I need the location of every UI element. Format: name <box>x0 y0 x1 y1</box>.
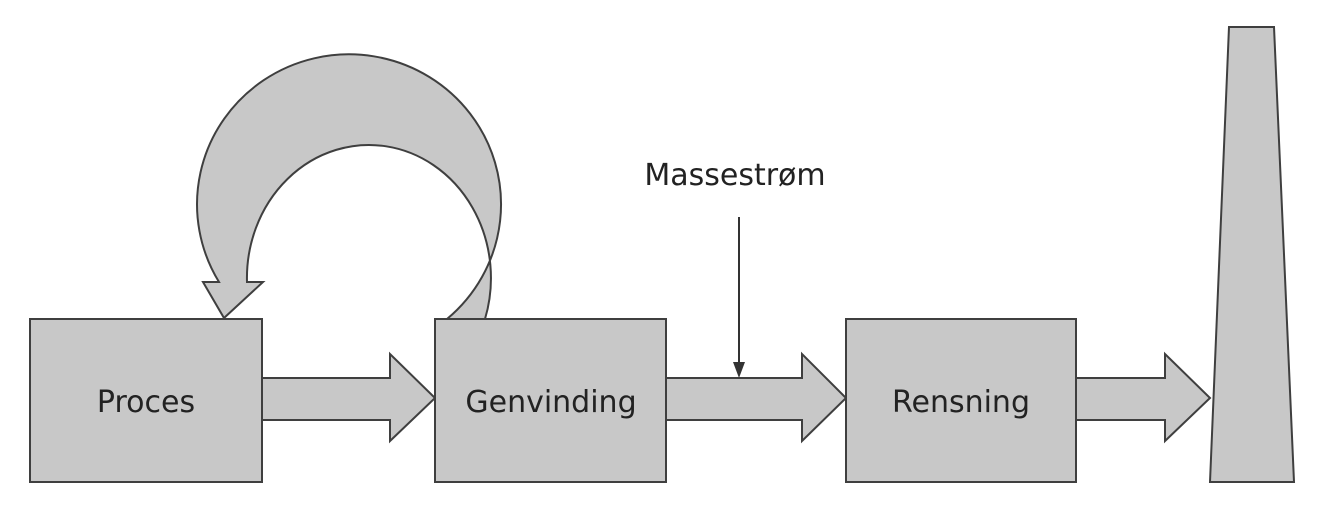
mass-flow-label: Massestrøm <box>644 158 825 193</box>
recycle-arrow <box>196 53 503 320</box>
cleaning-label: Rensning <box>892 385 1030 420</box>
arrow-cleaning-to-chimney <box>1075 351 1212 444</box>
arrow-process-to-recovery <box>261 351 437 444</box>
chimney-stack <box>1208 26 1296 483</box>
arrow-recovery-to-cleaning <box>665 351 848 444</box>
process-label: Proces <box>97 385 195 420</box>
node-cleaning: Rensning <box>845 318 1077 483</box>
recovery-label: Genvinding <box>465 385 636 420</box>
process-box <box>29 318 263 483</box>
mass-flow-annotation: Massestrøm <box>644 158 826 378</box>
recovery-box <box>434 318 667 483</box>
mass-flow-pointer-head <box>733 362 745 378</box>
node-recovery: Genvinding <box>434 318 667 483</box>
cleaning-box <box>845 318 1077 483</box>
node-process: Proces <box>29 318 263 483</box>
